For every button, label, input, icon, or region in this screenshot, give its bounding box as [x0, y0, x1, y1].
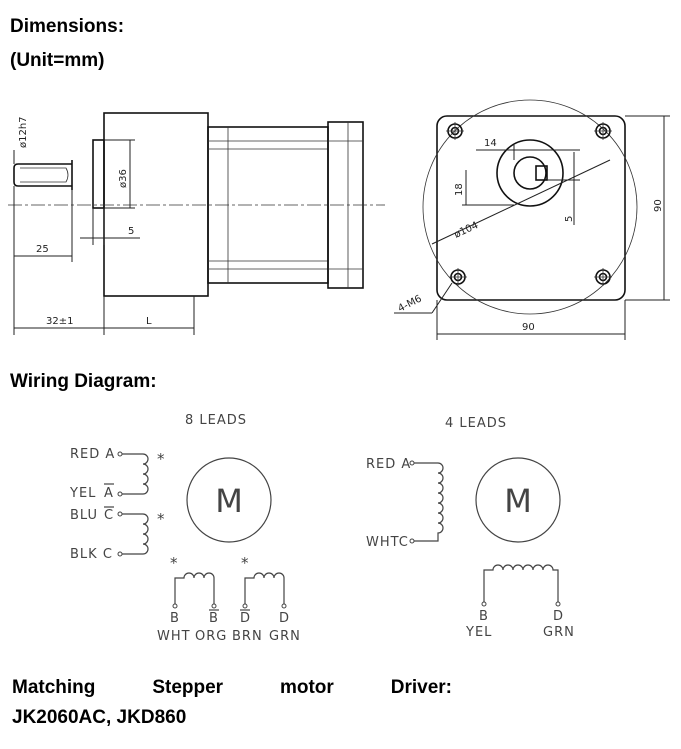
- label-yel-4: YEL: [465, 625, 492, 640]
- shaft-key-face: [535, 165, 548, 181]
- pilot-length-label: 5: [128, 226, 134, 237]
- shaft-diameter-label: ø12h7: [18, 116, 29, 148]
- holes-callout-label: 4-M6: [396, 294, 423, 315]
- mounting-holes: [447, 123, 611, 285]
- label-b-4: B: [479, 609, 489, 624]
- polarity-star-c: *: [157, 510, 165, 528]
- label-blu-prefix: BLU: [70, 508, 98, 523]
- label-d1: D: [240, 611, 251, 626]
- pilot-circle: [496, 139, 564, 207]
- key-height-label: 18: [454, 183, 465, 196]
- label-yel-a: A: [104, 486, 114, 501]
- polarity-star-a: *: [157, 450, 165, 468]
- shaft-key: [20, 167, 69, 183]
- label-wht: WHT: [157, 629, 191, 644]
- coil-b-d: [483, 564, 559, 602]
- label-red-a-4: RED A: [366, 457, 411, 472]
- driver-word-3: motor: [279, 677, 334, 698]
- wiring-8-leads: 8 LEADS M RED A YEL A * BLU C BLK C * * …: [69, 413, 301, 644]
- label-blk-c: BLK C: [70, 547, 113, 562]
- polarity-star-d: *: [241, 554, 249, 572]
- label-brn: BRN: [232, 629, 263, 644]
- bolt-circle: [422, 99, 638, 315]
- label-blu-c: C: [104, 508, 114, 523]
- label-b2: B: [209, 611, 219, 626]
- bolt-circle-label: ø104: [453, 220, 481, 241]
- front-view: ø104 14 18 5 4-M6 90 90: [394, 99, 670, 340]
- motor-letter-4: M: [504, 482, 532, 520]
- label-b1: B: [170, 611, 180, 626]
- plate-width-label: 90: [522, 322, 535, 333]
- wiring-heading: Wiring Diagram:: [10, 371, 157, 392]
- key-width-label: 14: [484, 138, 497, 149]
- driver-word-2: Stepper: [152, 677, 224, 698]
- coil-a-c: [412, 462, 444, 542]
- unit-label: (Unit=mm): [10, 50, 105, 71]
- polarity-star-b: *: [170, 554, 178, 572]
- key-offset-label: 5: [564, 216, 575, 222]
- plate-height-label: 90: [653, 199, 664, 212]
- label-whtc: WHTC: [366, 535, 409, 550]
- motor-symbol-4: [475, 457, 561, 543]
- coil-c: [120, 513, 149, 555]
- four-leads-title: 4 LEADS: [445, 416, 507, 431]
- motor-symbol-8: [186, 457, 272, 543]
- driver-line: Matching Stepper motor Driver:: [12, 677, 452, 699]
- label-org: ORG: [195, 629, 227, 644]
- label-grn: GRN: [269, 629, 301, 644]
- pilot-diameter-label: ø36: [118, 169, 129, 188]
- driver-models: JK2060AC, JKD860: [12, 707, 187, 728]
- driver-word-1: Matching: [12, 677, 96, 698]
- pilot-boss: [92, 139, 105, 209]
- dimensions-heading: Dimensions:: [10, 16, 125, 37]
- label-d2: D: [279, 611, 290, 626]
- label-yel-prefix: YEL: [69, 486, 96, 501]
- shaft-circle: [513, 156, 547, 190]
- shaft-length-label: 32±1: [46, 316, 73, 327]
- driver-word-4: Driver:: [390, 677, 452, 698]
- wiring-4-leads: 4 LEADS M RED A WHTC B D YEL GRN: [366, 416, 575, 640]
- label-d-4: D: [553, 609, 564, 624]
- side-view: ø12h7 ø36 5 25 32±1 L: [8, 112, 385, 335]
- shaft-outline: [13, 163, 72, 187]
- body-length-label: L: [146, 316, 152, 327]
- front-plate: [436, 115, 626, 301]
- coil-b: [174, 572, 215, 604]
- shaft-key-length-label: 25: [36, 244, 49, 255]
- eight-leads-title: 8 LEADS: [185, 413, 247, 428]
- motor-letter-8: M: [215, 482, 243, 520]
- label-red-a: RED A: [70, 447, 115, 462]
- coil-a: [120, 453, 149, 495]
- coil-d: [244, 572, 285, 604]
- label-grn-4: GRN: [543, 625, 575, 640]
